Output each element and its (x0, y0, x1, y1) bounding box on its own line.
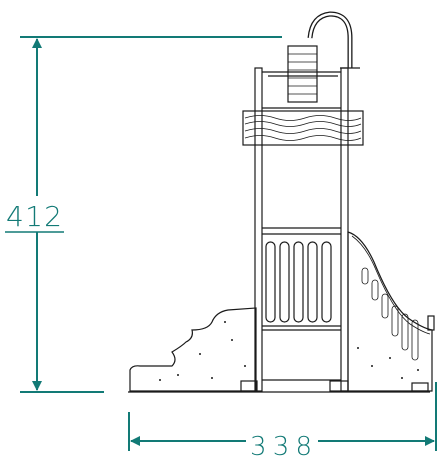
foot-center (329, 380, 349, 392)
post-left (254, 67, 263, 392)
ladder-rungs (288, 53, 317, 95)
roof-wave-1 (244, 115, 362, 121)
roof-band (242, 110, 364, 146)
ladder-frame (287, 45, 318, 103)
slide-rivets (357, 347, 419, 379)
slide-windows (361, 267, 419, 361)
slide (347, 231, 433, 392)
fireman-pole-inner (308, 12, 352, 68)
height-label: 412 (6, 200, 62, 233)
climbing-wall (129, 307, 257, 392)
roof-wave-3 (244, 128, 362, 134)
foot-left (240, 380, 258, 392)
slide-inner-edge (351, 235, 431, 335)
foot-right (411, 382, 429, 392)
roof-wave-2 (244, 121, 362, 127)
width-dimension: 338 (128, 382, 437, 457)
climbing-holds (159, 321, 246, 381)
post-right (340, 67, 349, 392)
height-dimension: 412 (5, 36, 282, 393)
picket-fence (265, 241, 332, 323)
slide-end-post (427, 315, 435, 331)
playground-structure (128, 11, 435, 393)
roof-wave-4 (244, 135, 362, 141)
width-label: 338 (250, 432, 312, 457)
